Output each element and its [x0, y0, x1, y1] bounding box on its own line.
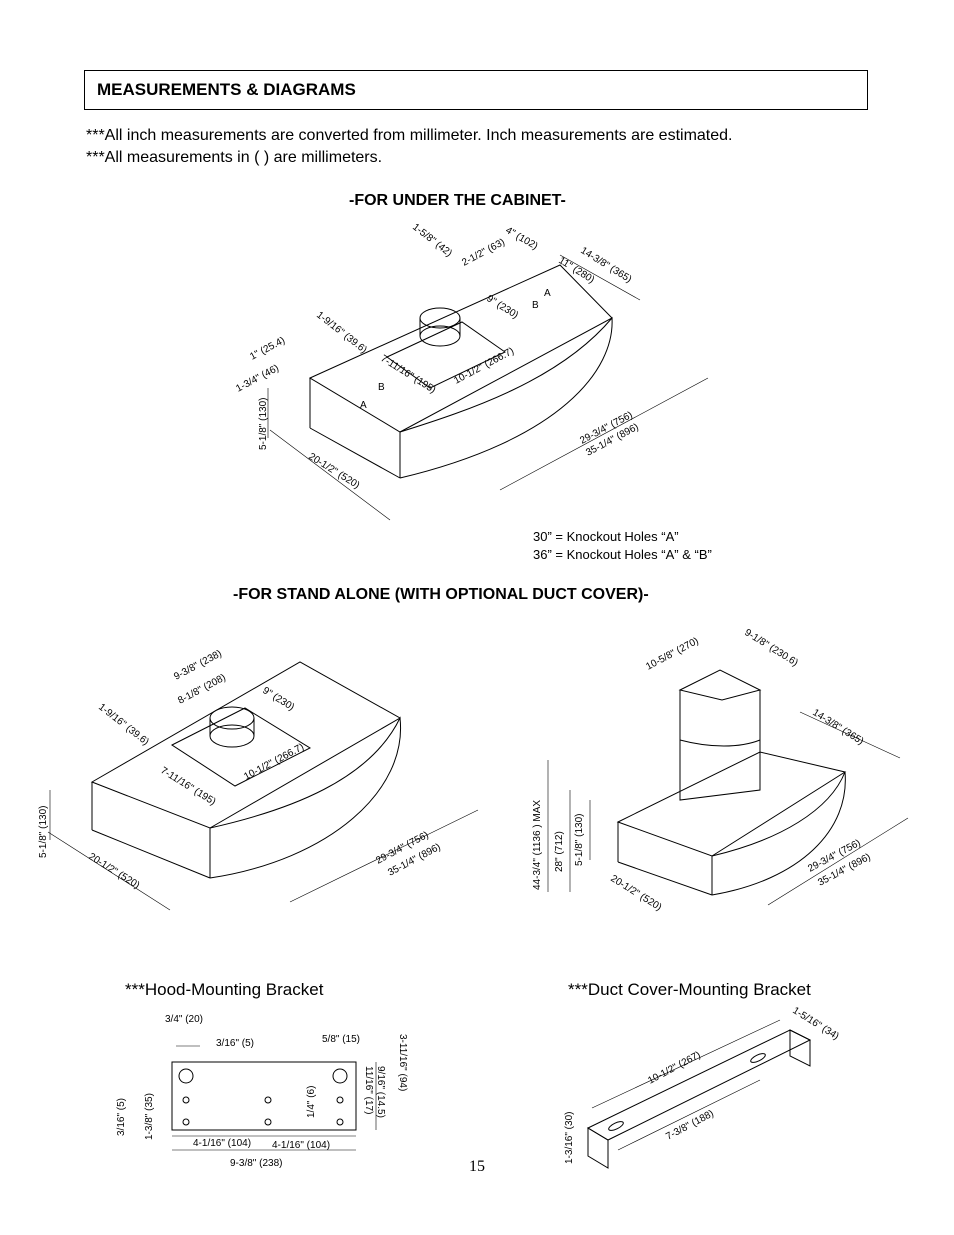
- bracket-end-right: [789, 1029, 811, 1067]
- dim-label: 5-1/8" (130): [574, 814, 585, 866]
- section-title-box: MEASUREMENTS & DIAGRAMS: [84, 70, 868, 110]
- heading-under-cabinet: -FOR UNDER THE CABINET-: [349, 192, 566, 209]
- knockout-note-36: 36” = Knockout Holes “A” & “B”: [533, 547, 712, 562]
- dim-label: 1-3/8" (35): [144, 1093, 155, 1140]
- knockout-note-30: 30” = Knockout Holes “A”: [533, 529, 679, 544]
- dim-label: 4-1/16" (104): [193, 1138, 251, 1149]
- dim-label: 3-11/16" (94): [397, 1034, 408, 1091]
- hood-bracket-caption: ***Hood-Mounting Bracket: [125, 980, 324, 999]
- dim-label: 5-1/8" (130): [38, 806, 49, 858]
- dim-label: 4-1/16" (104): [272, 1140, 330, 1151]
- dim-label: 9/16" (14.5): [375, 1066, 386, 1118]
- dim-label: 28" (712): [554, 831, 565, 872]
- dim-label: 3/4" (20): [165, 1014, 203, 1025]
- dim-label: 10-1/2" (267): [646, 1050, 702, 1087]
- hole-label-a: A: [360, 400, 367, 411]
- section-title: MEASUREMENTS & DIAGRAMS: [97, 80, 356, 99]
- duct-bracket-caption: ***Duct Cover-Mounting Bracket: [568, 980, 811, 999]
- page-number: 15: [469, 1158, 485, 1175]
- bracket-end-left: [587, 1127, 609, 1169]
- dim-label: 7-3/8" (188): [664, 1108, 715, 1142]
- dim-label: 9-3/8" (238): [230, 1158, 282, 1169]
- hood-body-under-cabinet: [308, 264, 613, 479]
- hood-body-stand-alone: [90, 661, 402, 879]
- hole-label-b: B: [532, 300, 539, 311]
- dim-label: 5-1/8" (130): [258, 398, 269, 450]
- duct-cover-body: [616, 669, 847, 896]
- dim-label: 11/16" (17): [363, 1066, 374, 1114]
- note-millimeters: ***All measurements in ( ) are millimete…: [86, 149, 383, 166]
- hole-label-a: A: [544, 288, 551, 299]
- dim-label: 1-3/16" (30): [564, 1112, 575, 1164]
- dim-label: 1-5/16" (34): [790, 1005, 840, 1042]
- dim-label: 5/8" (15): [322, 1034, 360, 1045]
- heading-stand-alone: -FOR STAND ALONE (WITH OPTIONAL DUCT COV…: [233, 586, 649, 603]
- dim-label: 1/4" (6): [306, 1086, 317, 1118]
- note-conversion: ***All inch measurements are converted f…: [86, 127, 733, 144]
- dim-label: 3/16" (5): [216, 1038, 254, 1049]
- dim-label: 44-3/4" (1136 ) MAX: [532, 800, 543, 890]
- dim-label: 3/16" (5): [116, 1098, 127, 1136]
- bracket-outline: [171, 1061, 357, 1131]
- hole-label-b: B: [378, 382, 385, 393]
